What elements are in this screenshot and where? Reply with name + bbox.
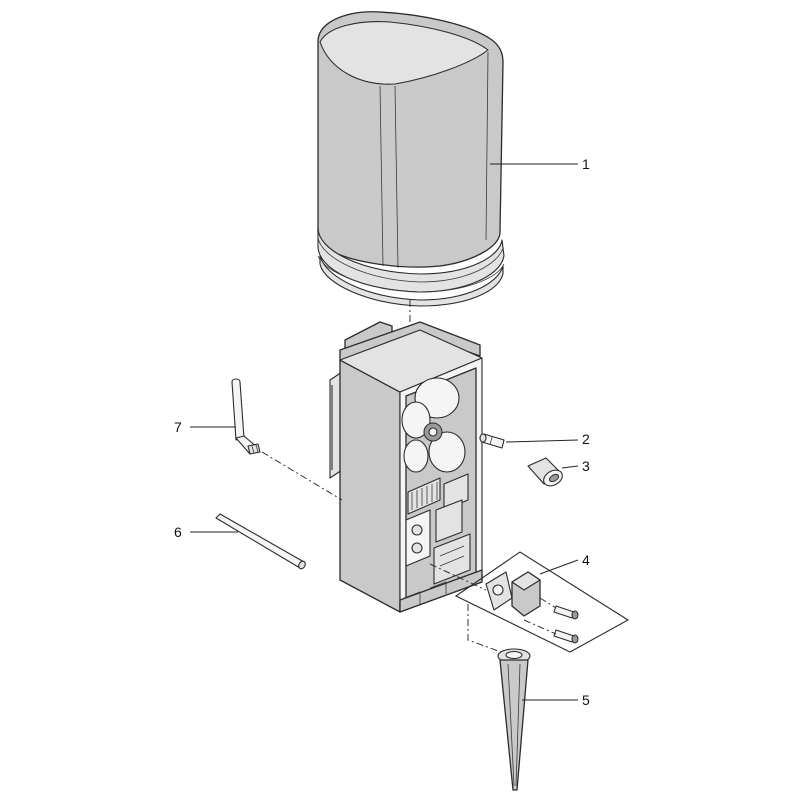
callout-5: 5 (582, 692, 590, 708)
callout-7: 7 (174, 419, 182, 435)
leader-2 (505, 439, 579, 443)
part-5-stake (497, 648, 531, 791)
part-4-mount-kit (429, 551, 630, 653)
assembly-line-antenna (261, 451, 343, 501)
part-7-antenna (231, 378, 261, 455)
leader-4 (539, 559, 579, 575)
part-3-plug (527, 457, 563, 487)
part-1-cover (317, 11, 505, 307)
part-2-fuse (479, 433, 505, 449)
assembly-line-stake (467, 604, 513, 657)
callout-2: 2 (582, 431, 590, 447)
part-6-rod (215, 513, 306, 570)
callout-4: 4 (582, 552, 590, 568)
leader-3 (561, 465, 579, 469)
callout-1: 1 (582, 156, 590, 172)
callout-6: 6 (174, 524, 182, 540)
callout-3: 3 (582, 458, 590, 474)
housing-box (329, 321, 483, 613)
